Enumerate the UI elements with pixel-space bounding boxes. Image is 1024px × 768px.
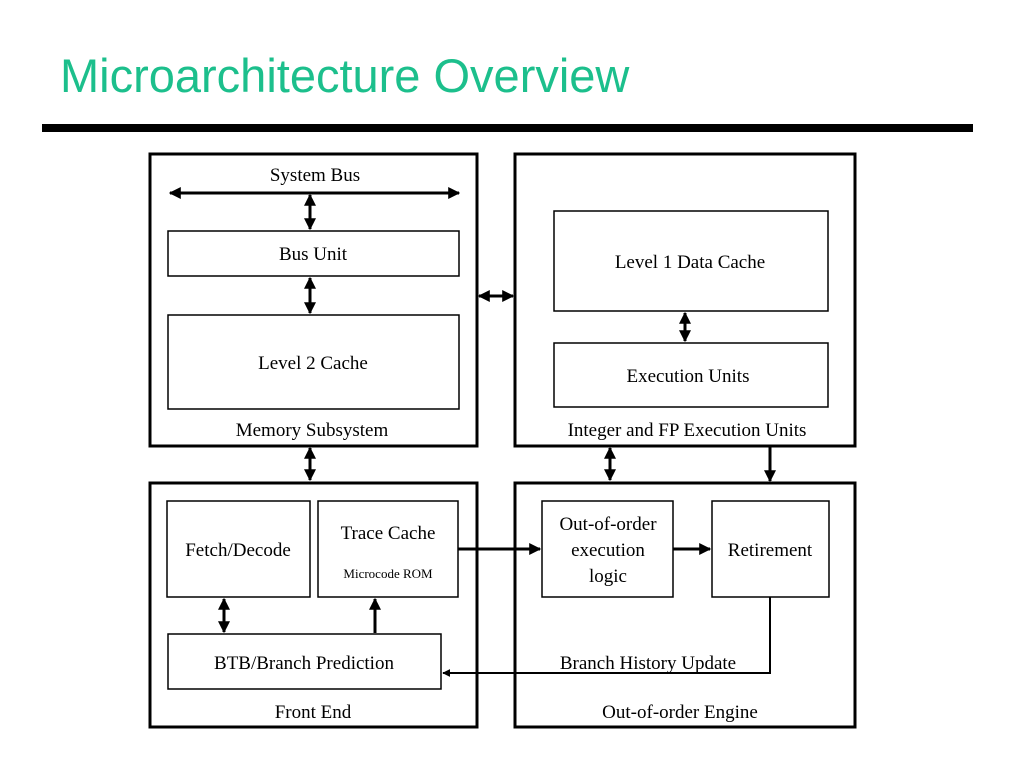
fetch-decode-box: Fetch/Decode xyxy=(166,500,311,598)
level2-cache-box: Level 2 Cache xyxy=(167,314,460,410)
ooo-logic-line-3: logic xyxy=(589,566,627,587)
front-end-label: Front End xyxy=(275,702,352,723)
ooo-logic-line-1: Out-of-order xyxy=(559,514,657,535)
system-bus-label: System Bus xyxy=(270,165,360,186)
retirement-label: Retirement xyxy=(728,540,813,561)
execution-units-box: Execution Units xyxy=(553,342,829,408)
ooo-execution-logic-box: Out-of-order execution logic xyxy=(541,500,674,598)
btb-branch-prediction-label: BTB/Branch Prediction xyxy=(214,653,394,674)
fetch-decode-label: Fetch/Decode xyxy=(185,540,291,561)
title-underline xyxy=(42,124,973,132)
ooo-logic-line-2: execution xyxy=(571,540,645,561)
branch-history-update-label: Branch History Update xyxy=(560,653,736,674)
btb-branch-prediction-box: BTB/Branch Prediction xyxy=(167,633,442,690)
trace-cache-box: Trace Cache Microcode ROM xyxy=(317,500,459,598)
memory-subsystem-label: Memory Subsystem xyxy=(236,420,389,441)
branch-history-update-path xyxy=(442,597,771,677)
ooo-engine-label: Out-of-order Engine xyxy=(602,702,758,723)
retirement-box: Retirement xyxy=(711,500,830,598)
execution-units-block-label: Integer and FP Execution Units xyxy=(568,420,807,441)
level2-cache-label: Level 2 Cache xyxy=(258,353,368,374)
execution-units-label: Execution Units xyxy=(627,366,750,387)
trace-cache-label: Trace Cache xyxy=(341,523,436,544)
level1-data-cache-label: Level 1 Data Cache xyxy=(615,252,765,273)
bus-unit-label: Bus Unit xyxy=(279,244,348,265)
bus-unit-box: Bus Unit xyxy=(167,230,460,277)
slide-title: Microarchitecture Overview xyxy=(60,49,630,102)
level1-data-cache-box: Level 1 Data Cache xyxy=(553,210,829,312)
microcode-rom-label: Microcode ROM xyxy=(343,566,433,581)
